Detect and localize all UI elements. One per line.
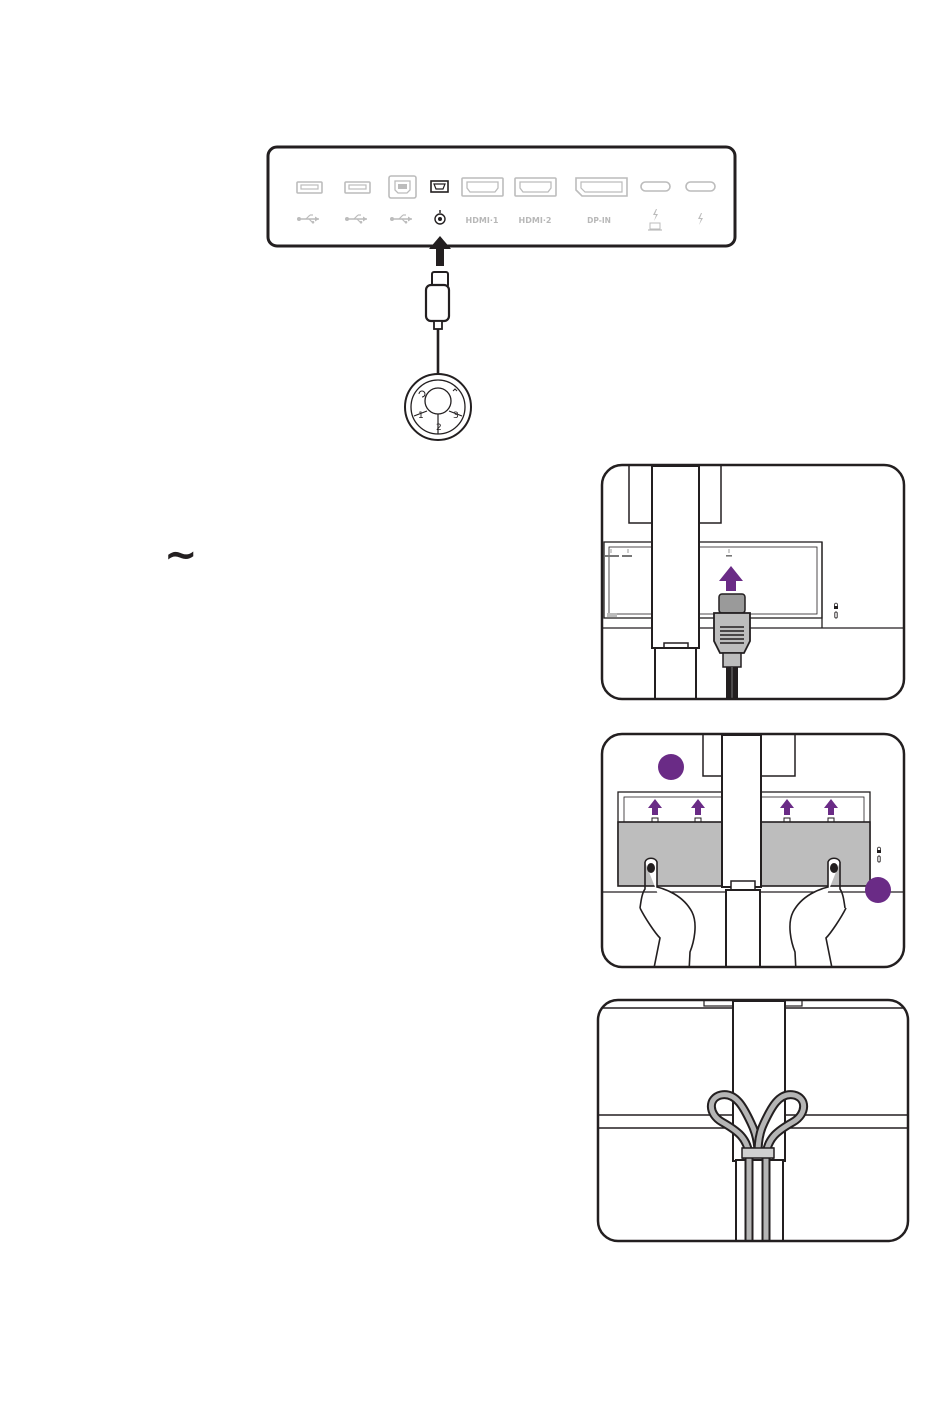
step-marker-1	[658, 754, 684, 780]
hdmi-1-label: HDMI·1	[466, 216, 499, 225]
io-port-panel-illustration: HDMI·1 HDMI·2 DP-IN	[266, 145, 738, 250]
arrow-up-icon	[428, 236, 452, 266]
puck-button-label: 1	[418, 411, 424, 421]
hdmi-2-label: HDMI·2	[519, 216, 552, 225]
step-marker-2	[865, 877, 891, 903]
puck-controller-illustration: 1 2 3	[400, 268, 480, 440]
puck-button-label: 2	[436, 423, 442, 433]
puck-button-label: 3	[453, 411, 459, 421]
ac-power-symbol: ~	[164, 535, 214, 575]
cable-management-illustration	[596, 998, 910, 1243]
power-cord-illustration	[600, 463, 906, 701]
dp-in-label: DP-IN	[587, 216, 611, 225]
io-cover-illustration	[600, 732, 906, 969]
